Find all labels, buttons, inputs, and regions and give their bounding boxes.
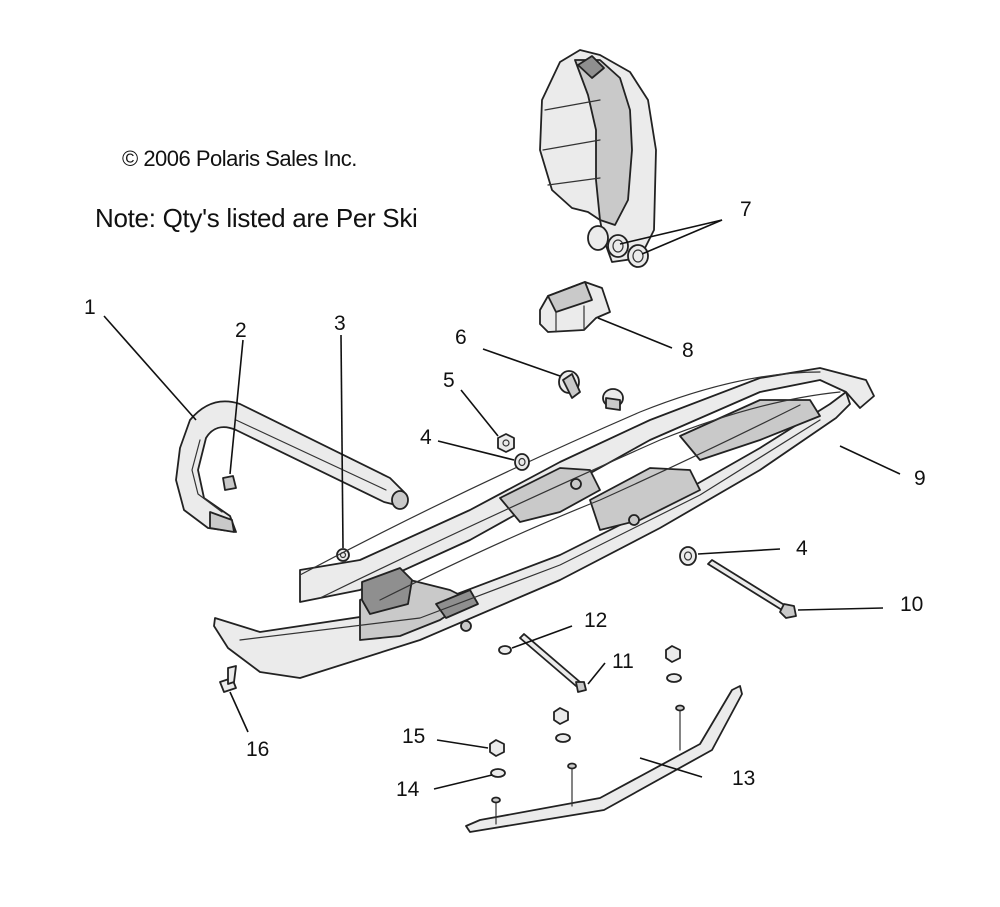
- callout-1: 1: [84, 296, 96, 319]
- bolt-11: [519, 633, 587, 693]
- callout-11: 11: [612, 650, 634, 673]
- callout-3: 3: [334, 312, 346, 335]
- callout-13: 13: [732, 767, 755, 790]
- bushing-part: [602, 388, 624, 411]
- carbide-runner: [465, 685, 743, 833]
- carbide-nuts: [553, 645, 682, 743]
- ski-saddle: [539, 281, 611, 333]
- ski-handle: [175, 400, 409, 533]
- bushings: [607, 234, 649, 268]
- callout-16: 16: [246, 738, 269, 761]
- copyright-note: © 2006 Polaris Sales Inc.: [122, 146, 357, 171]
- washer-12: [498, 645, 512, 655]
- nut-15: [489, 739, 505, 757]
- callout-6: 6: [455, 326, 467, 349]
- callout-10: 10: [900, 593, 923, 616]
- washer-4-upper: [514, 453, 530, 471]
- ski-body: [213, 367, 875, 679]
- handle-plug: [222, 475, 237, 491]
- bolt-10: [707, 559, 797, 619]
- callout-7: 7: [740, 198, 752, 221]
- callout-8: 8: [682, 339, 694, 362]
- washer-14: [490, 768, 506, 778]
- leader-lines: [103, 219, 901, 790]
- ski-spindle: [539, 49, 657, 263]
- callout-2: 2: [235, 319, 247, 342]
- callout-5: 5: [443, 369, 455, 392]
- callout-4a: 4: [420, 426, 432, 449]
- callout-12: 12: [584, 609, 607, 632]
- callout-14: 14: [396, 778, 420, 801]
- callout-9: 9: [914, 467, 926, 490]
- callout-15: 15: [402, 725, 425, 748]
- callout-4b: 4: [796, 537, 808, 560]
- rivet-16: [219, 665, 237, 693]
- nut-5: [497, 433, 515, 453]
- washer-4-lower: [679, 546, 697, 566]
- quantity-note: Note: Qty's listed are Per Ski: [95, 203, 418, 233]
- spindle-bolt-6: [558, 370, 581, 399]
